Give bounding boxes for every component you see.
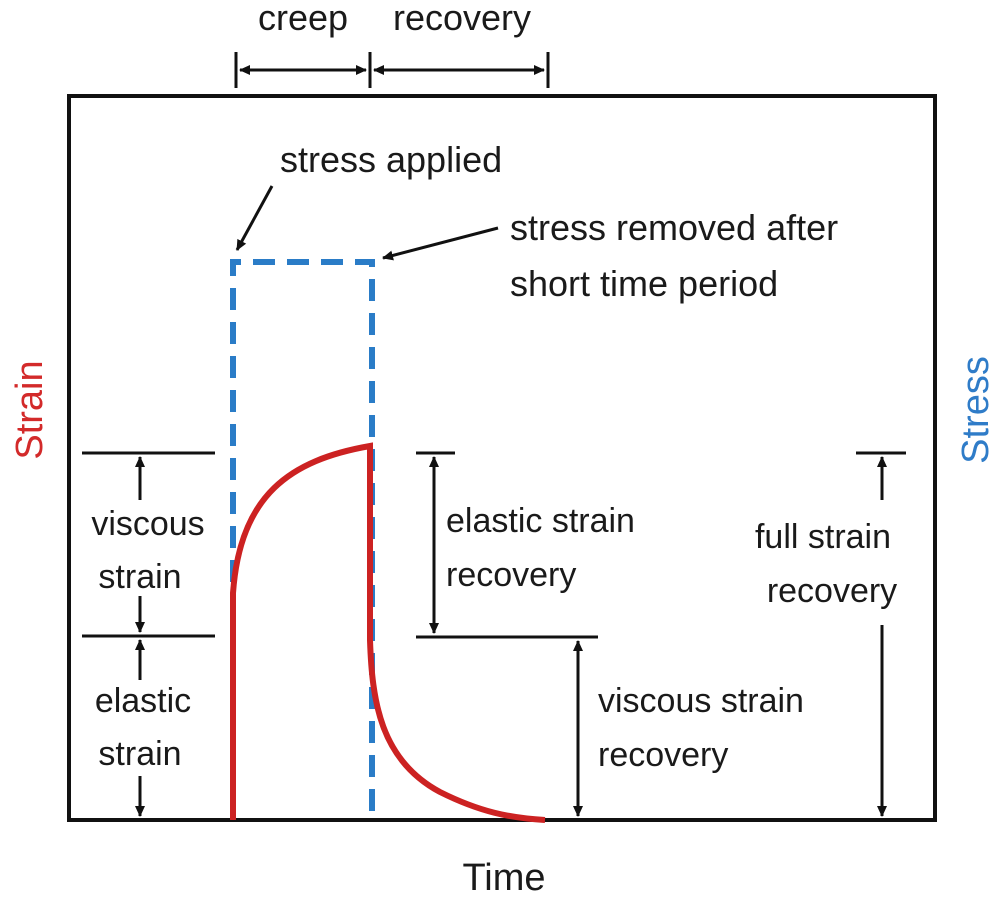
stress-applied-label: stress applied — [280, 139, 502, 180]
viscous-strain-label-1: viscous — [91, 505, 204, 543]
creep-label: creep — [258, 0, 348, 38]
recovery-label: recovery — [393, 0, 531, 38]
elastic-recovery-label-1: elastic strain — [446, 502, 635, 540]
elastic-strain-label-1: elastic — [95, 682, 191, 720]
strain-axis-label: Strain — [9, 360, 51, 459]
full-recovery-label-2: recovery — [767, 572, 897, 610]
elastic-strain-label-2: strain — [98, 735, 181, 773]
full-recovery-label-1: full strain — [755, 518, 891, 556]
viscous-recovery-label-1: viscous strain — [598, 682, 804, 720]
stress-removed-arrow — [382, 226, 499, 261]
elastic-recovery-label-2: recovery — [446, 556, 576, 594]
time-axis-label: Time — [462, 857, 545, 898]
strain-curve — [230, 442, 546, 823]
elastic-recovery-annotation: elastic strain recovery — [416, 451, 635, 639]
phase-spans: creep recovery — [234, 0, 550, 88]
viscous-recovery-label-2: recovery — [598, 736, 728, 774]
plot-frame — [67, 94, 937, 822]
stress-removed-label-2: short time period — [510, 263, 778, 304]
viscous-strain-label-2: strain — [98, 558, 181, 596]
stress-axis-label: Stress — [955, 356, 997, 464]
left-strain-annotations: viscous strain elastic strain — [82, 451, 215, 817]
stress-applied-arrow — [235, 185, 274, 251]
viscous-recovery-annotation: viscous strain recovery — [573, 640, 804, 817]
stress-curve — [230, 259, 375, 820]
full-recovery-annotation: full strain recovery — [755, 451, 906, 817]
stress-removed-label-1: stress removed after — [510, 207, 838, 248]
